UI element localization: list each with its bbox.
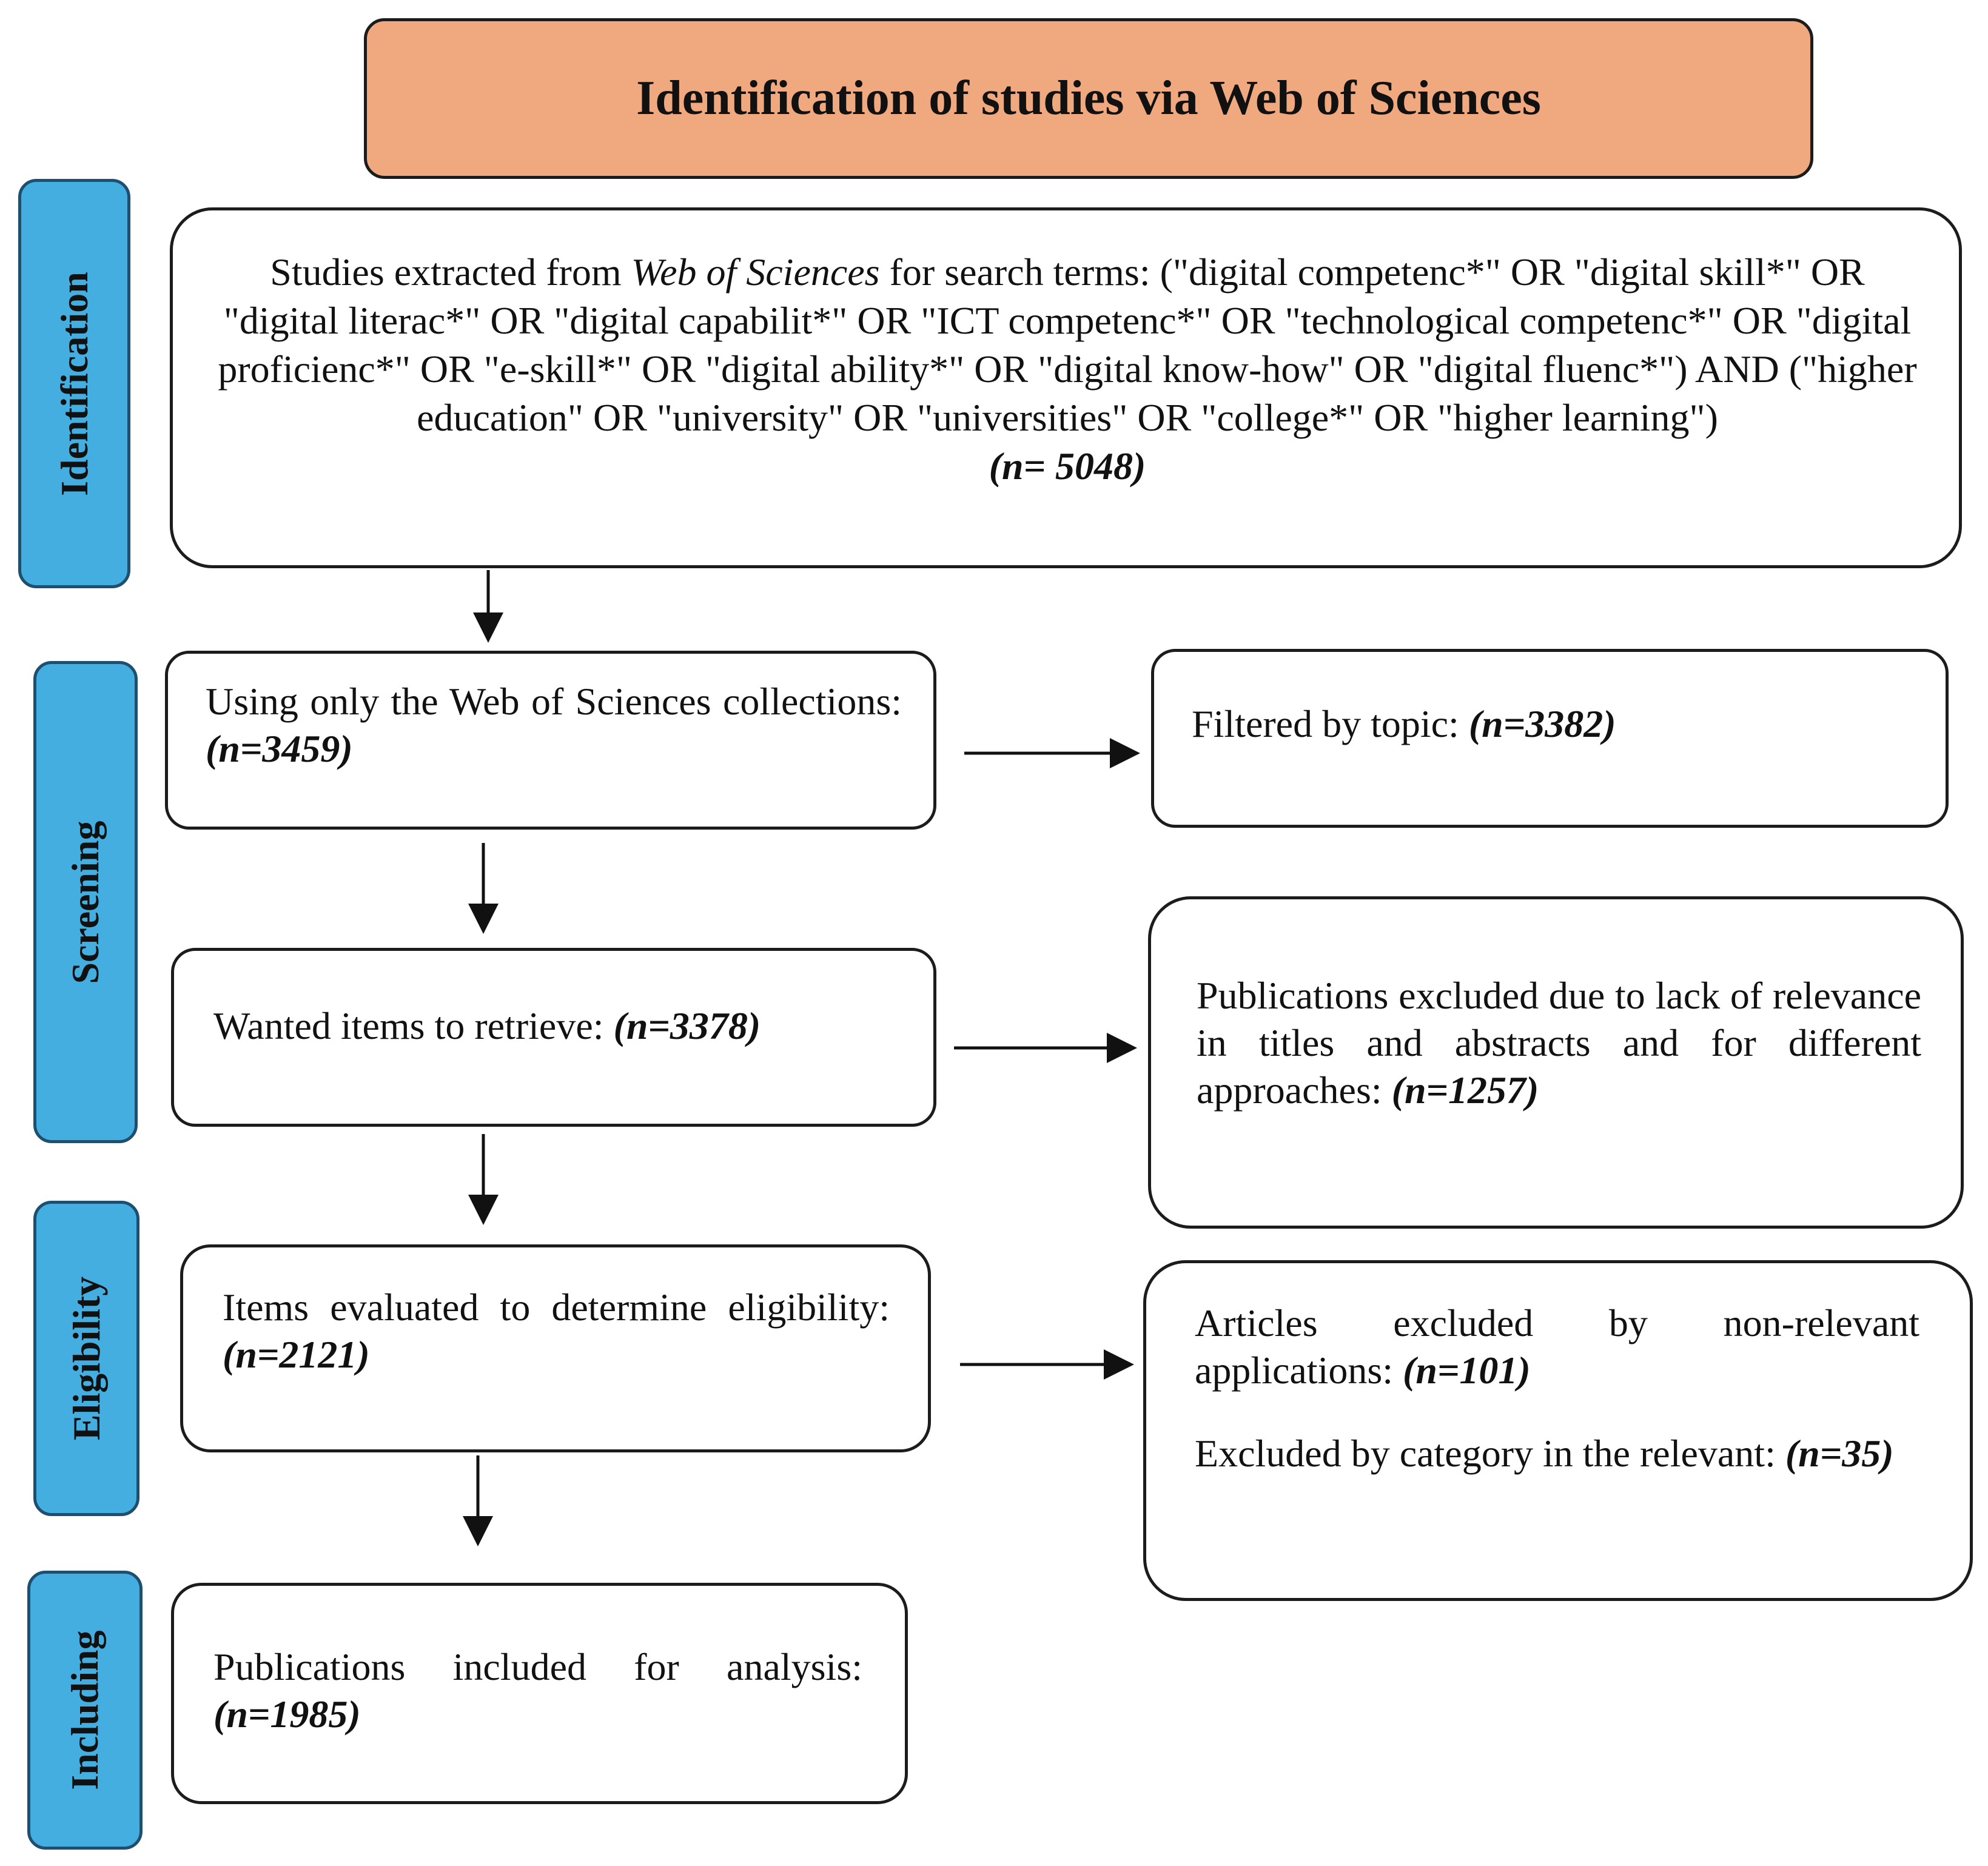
filtered-box: Filtered by topic: (n=3382) — [1151, 649, 1949, 828]
identification-text-after: for search terms: ("digital competenc*" … — [218, 250, 1917, 439]
excluded-relevance-count: (n=1257) — [1391, 1069, 1539, 1112]
screening-text-retrieve: Wanted items to retrieve: (n=3378) — [213, 1002, 899, 1050]
identification-text-before: Studies extracted from — [270, 250, 631, 294]
screening-collections-label: Using only the Web of Sciences collectio… — [206, 680, 902, 723]
screening-collections-count: (n=3459) — [206, 727, 353, 770]
screening-box-collections: Using only the Web of Sciences collectio… — [165, 651, 936, 830]
filtered-label: Filtered by topic: — [1192, 702, 1469, 745]
excluded-relevance-label: Publications excluded due to lack of rel… — [1197, 974, 1921, 1112]
eligibility-count: (n=2121) — [223, 1333, 370, 1376]
stage-identification: Identification — [18, 179, 130, 588]
filtered-count: (n=3382) — [1468, 702, 1616, 745]
excluded-relevance-text: Publications excluded due to lack of rel… — [1197, 972, 1921, 1114]
included-label: Publications included for analysis: — [213, 1645, 862, 1688]
excluded-category-count: (n=35) — [1785, 1432, 1894, 1475]
identification-count: (n= 5048) — [989, 445, 1146, 488]
identification-text-italic: Web of Sciences — [631, 250, 880, 294]
screening-box-retrieve: Wanted items to retrieve: (n=3378) — [171, 948, 936, 1127]
included-count: (n=1985) — [213, 1693, 361, 1736]
retrieve-label: Wanted items to retrieve: — [213, 1004, 614, 1047]
eligibility-box: Items evaluated to determine eligibility… — [180, 1244, 931, 1452]
eligibility-label: Items evaluated to determine eligibility… — [223, 1286, 890, 1329]
excluded-box-relevance: Publications excluded due to lack of rel… — [1148, 896, 1964, 1229]
title-text: Identification of studies via Web of Sci… — [636, 72, 1541, 125]
eligibility-text: Items evaluated to determine eligibility… — [223, 1284, 890, 1378]
retrieve-count: (n=3378) — [613, 1004, 761, 1047]
included-box: Publications included for analysis: (n=1… — [171, 1583, 908, 1804]
filtered-text: Filtered by topic: (n=3382) — [1192, 700, 1913, 748]
identification-text: Studies extracted from Web of Sciences f… — [209, 248, 1926, 491]
title-banner: Identification of studies via Web of Sci… — [364, 18, 1813, 179]
excluded-applications-text: Articles excluded by non-relevant applic… — [1195, 1300, 1919, 1394]
excluded-category-text: Excluded by category in the relevant: (n… — [1195, 1430, 1919, 1477]
stage-eligibility: Eligibility — [33, 1201, 139, 1516]
excluded-applications-label: Articles excluded by non-relevant applic… — [1195, 1301, 1919, 1392]
included-text: Publications included for analysis: (n=1… — [213, 1643, 862, 1738]
excluded-category-label: Excluded by category in the relevant: — [1195, 1432, 1785, 1475]
stage-including: Including — [27, 1571, 143, 1850]
excluded-box-applications: Articles excluded by non-relevant applic… — [1143, 1260, 1973, 1601]
screening-text-collections: Using only the Web of Sciences collectio… — [206, 678, 902, 773]
excluded-applications-count: (n=101) — [1403, 1349, 1531, 1392]
identification-box: Studies extracted from Web of Sciences f… — [170, 207, 1962, 568]
stage-screening: Screening — [33, 661, 138, 1143]
